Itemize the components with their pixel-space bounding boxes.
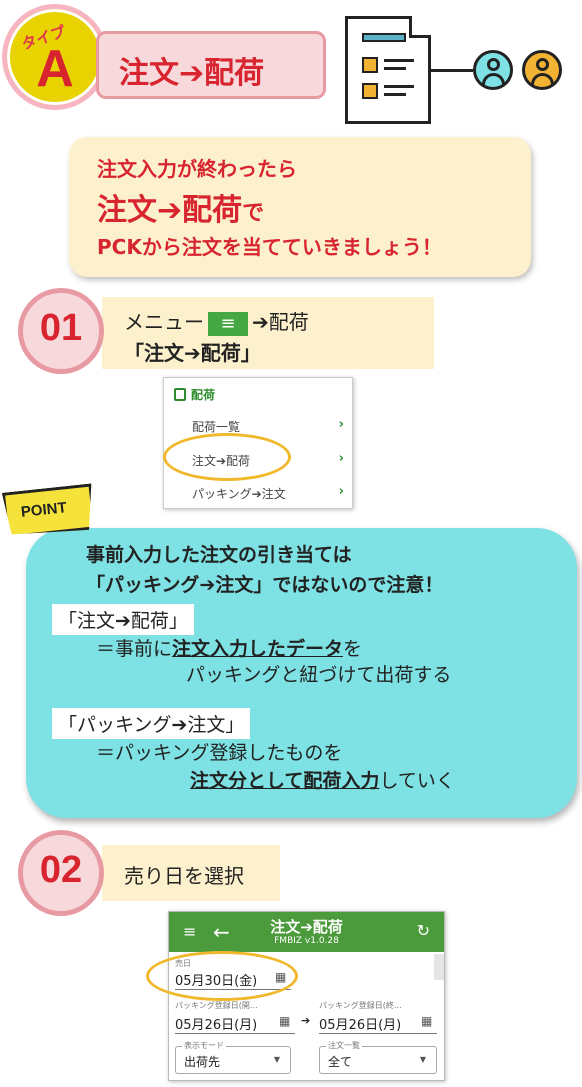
highlight-ring xyxy=(163,433,291,481)
person-icon xyxy=(473,50,513,90)
dropdown-arrow-icon: ▼ xyxy=(273,1055,280,1064)
chevron-right-icon: › xyxy=(338,451,344,466)
intro-line-3: PCKから注文を当てていきましょう！ xyxy=(97,235,442,259)
connector-line xyxy=(431,69,473,72)
point-heading-1: 事前入力した注文の引き当ては xyxy=(86,544,352,566)
checklist-document-icon xyxy=(345,16,431,124)
packing-start-label: パッキング登録日(開… xyxy=(175,1001,258,1010)
step1-instruction: メニュー≡➔配荷 xyxy=(124,310,309,336)
order-list-select[interactable]: 注文一覧 全て ▼ xyxy=(319,1040,437,1074)
page-title: 注文➔配荷 xyxy=(119,56,265,91)
packing-end-date-field[interactable]: 05月26日(月) xyxy=(319,1018,402,1033)
highlight-ring xyxy=(146,951,298,1001)
type-badge: タイプ A xyxy=(2,4,108,110)
step2-box: 売り日を選択 xyxy=(102,845,280,901)
step1-menu-name: 「注文➔配荷」 xyxy=(124,341,261,365)
menu-header: 配荷 xyxy=(174,386,215,403)
point-heading-2: 「パッキング➔注文」ではないので注意！ xyxy=(86,574,444,596)
menu-item-packing-to-order[interactable]: パッキング➔注文 xyxy=(192,487,286,501)
back-arrow-icon[interactable]: ← xyxy=(213,920,230,944)
point-label-order-to-delivery: 「注文➔配荷」 xyxy=(52,604,194,635)
clipboard-check-icon xyxy=(174,388,186,401)
display-mode-select[interactable]: 表示モード 出荷先 ▼ xyxy=(175,1040,291,1074)
intro-box: 注文入力が終わったら 注文➔配荷で PCKから注文を当てていきましょう！ xyxy=(69,137,531,277)
dropdown-arrow-icon: ▼ xyxy=(419,1055,426,1064)
calendar-icon[interactable]: ▦ xyxy=(279,1014,291,1028)
side-collapse-handle[interactable] xyxy=(434,954,444,980)
intro-line-1: 注文入力が終わったら xyxy=(97,157,297,181)
menu-item-delivery-list[interactable]: 配荷一覧 xyxy=(192,420,241,434)
title-pill: 注文➔配荷 xyxy=(96,31,326,99)
packing-start-date-field[interactable]: 05月26日(月) xyxy=(175,1018,258,1033)
chevron-right-icon: › xyxy=(338,484,344,499)
step2-instruction: 売り日を選択 xyxy=(124,864,244,888)
range-arrow: ➔ xyxy=(301,1014,311,1027)
menu-icon: ≡ xyxy=(208,311,248,336)
hamburger-menu-icon[interactable]: ≡ xyxy=(183,922,197,941)
point-desc-2b: 注文分として配荷入力していく xyxy=(190,770,455,792)
packing-end-label: パッキング登録日(終… xyxy=(319,1001,402,1010)
intro-line-2: 注文➔配荷で xyxy=(97,193,265,228)
point-desc-1: ＝事前に注文入力したデータを xyxy=(96,638,363,660)
chevron-right-icon: › xyxy=(338,417,344,432)
app-title: 注文➔配荷 xyxy=(270,918,343,936)
calendar-icon[interactable]: ▦ xyxy=(421,1014,433,1028)
step2-number-badge: 02 xyxy=(18,830,104,916)
point-tag: POINT xyxy=(2,483,96,538)
step1-number-badge: 01 xyxy=(18,288,104,374)
point-desc-2: ＝パッキング登録したものを xyxy=(96,742,343,764)
step1-box: メニュー≡➔配荷 「注文➔配荷」 xyxy=(102,297,434,369)
app-version: FMBIZ v1.0.28 xyxy=(274,936,339,946)
app-topbar: ≡ ← 注文➔配荷 FMBIZ v1.0.28 ↻ xyxy=(169,912,444,952)
point-label-packing-to-order: 「パッキング➔注文」 xyxy=(52,708,251,739)
refresh-icon[interactable]: ↻ xyxy=(416,921,430,940)
person-icon xyxy=(522,50,562,90)
point-desc-1b: パッキングと紐づけて出荷する xyxy=(186,664,452,686)
point-box: 事前入力した注文の引き当ては 「パッキング➔注文」ではないので注意！ 「注文➔配… xyxy=(26,528,577,818)
type-letter: A xyxy=(36,40,74,98)
